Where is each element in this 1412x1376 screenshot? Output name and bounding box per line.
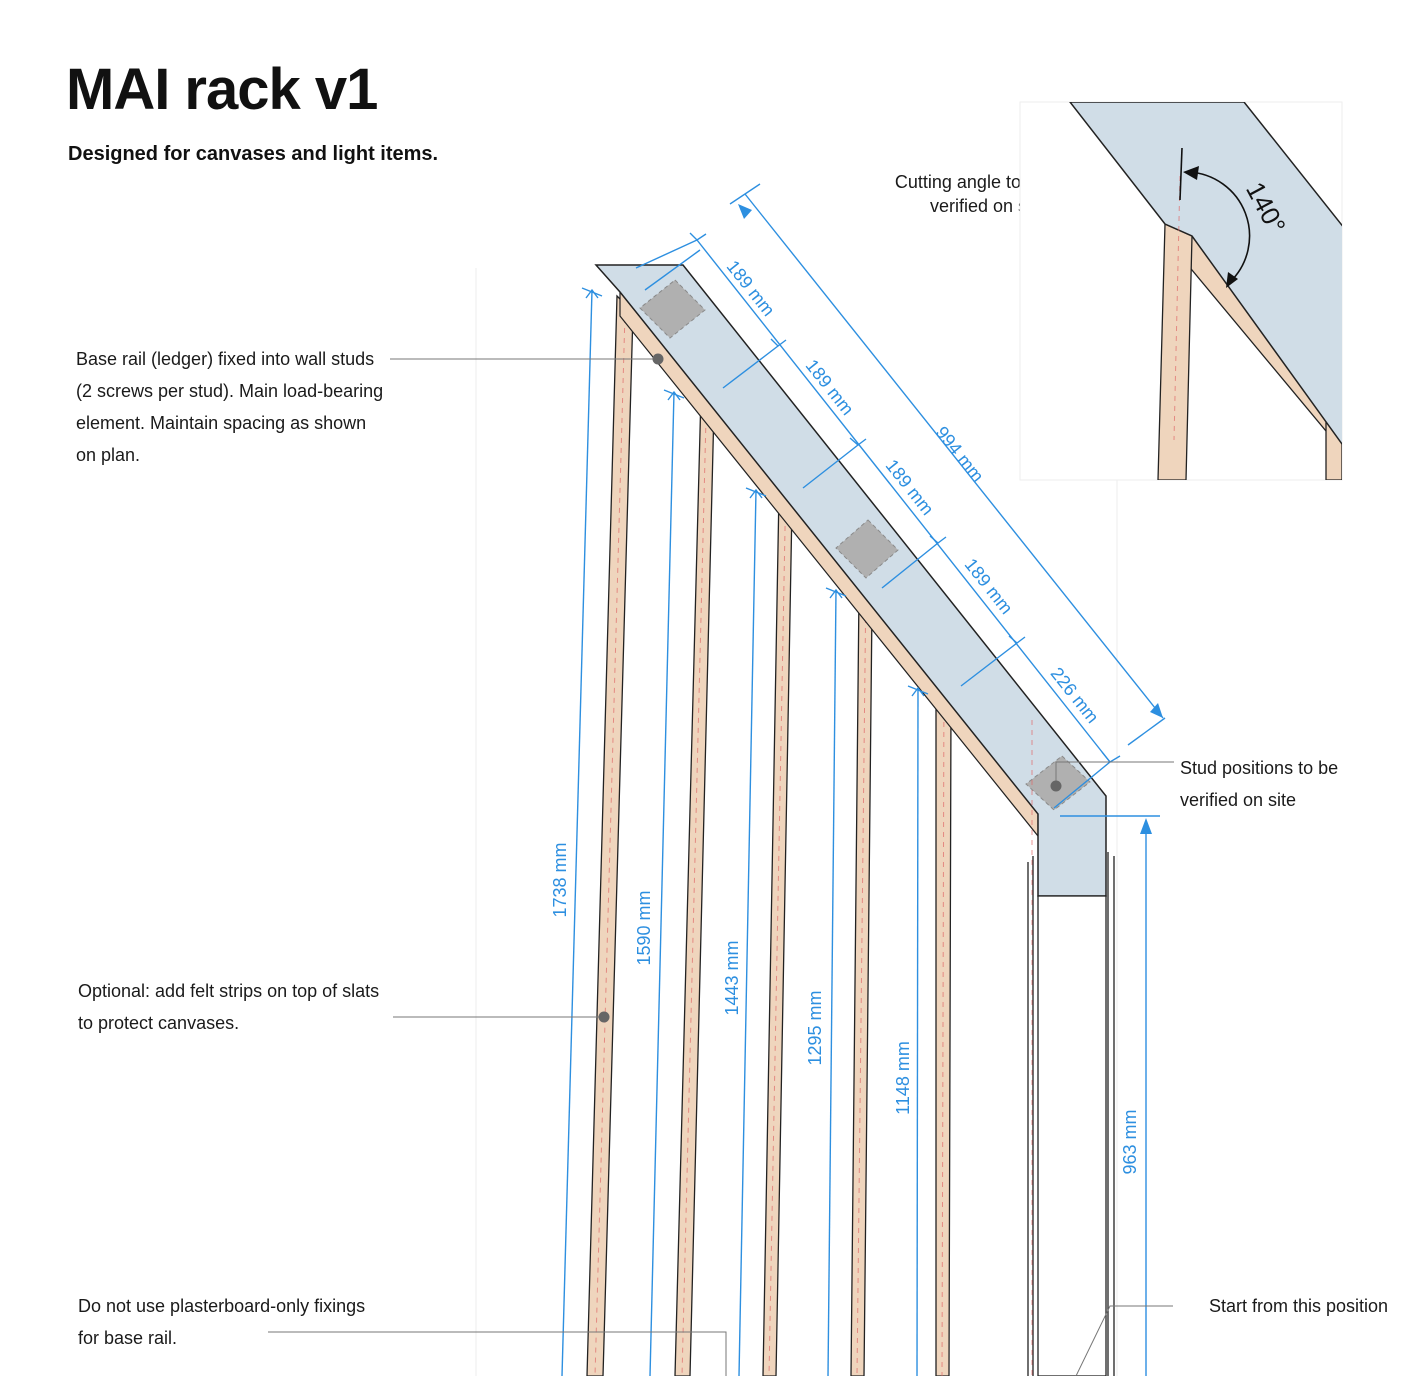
rail-dim-1: 189 mm (723, 257, 779, 320)
cut-detail-inset: 140° (1019, 101, 1343, 481)
page-title: MAI rack v1 (66, 57, 378, 122)
post-dimension (1060, 815, 1160, 1376)
slat-dim-5: 1148 mm (893, 1041, 913, 1115)
note-felt-strips: Optional: add felt strips on top of slat… (78, 981, 380, 1033)
note-plasterboard: Do not use plasterboard-only fixings for… (78, 1296, 366, 1348)
post (1027, 852, 1115, 1376)
slat-dim-4: 1295 mm (805, 990, 825, 1065)
note-base-rail: Base rail (ledger) fixed into wall studs… (76, 349, 384, 465)
screw-block-2 (835, 519, 899, 579)
page-subtitle: Designed for canvases and light items. (68, 143, 439, 165)
post-dimension-arrow (1140, 818, 1152, 834)
slat-dimension-labels: 1738 mm 1590 mm 1443 mm 1295 mm 1148 mm (550, 842, 913, 1114)
note-start-position: Start from this position (1209, 1296, 1389, 1316)
slat-dim-3: 1443 mm (722, 940, 742, 1015)
rail-total-arrows (738, 204, 1163, 718)
screw-block-1 (639, 279, 706, 339)
rail-dim-total: 994 mm (932, 423, 988, 486)
slat-3 (762, 490, 793, 1376)
slat-dim-1: 1738 mm (550, 842, 570, 917)
construction-outline (475, 268, 1118, 1376)
slat-dim-2: 1590 mm (634, 890, 654, 965)
slats (586, 294, 952, 1376)
note-cutting-angle: Cutting angle to be verified on site (894, 172, 1046, 216)
slat-1 (586, 294, 634, 1376)
post-dim: 963 mm (1120, 1109, 1140, 1174)
inset-rail (1069, 102, 1342, 446)
slat-dimensions (561, 287, 929, 1376)
slat-5 (935, 684, 952, 1376)
note-stud-positions: Stud positions to be verified on site (1180, 758, 1339, 810)
rail-dimensions (635, 183, 1166, 809)
rail-dim-2: 189 mm (802, 356, 858, 419)
slat-2 (674, 392, 715, 1376)
slat-4 (850, 590, 873, 1376)
slat-centrelines (594, 277, 945, 1376)
